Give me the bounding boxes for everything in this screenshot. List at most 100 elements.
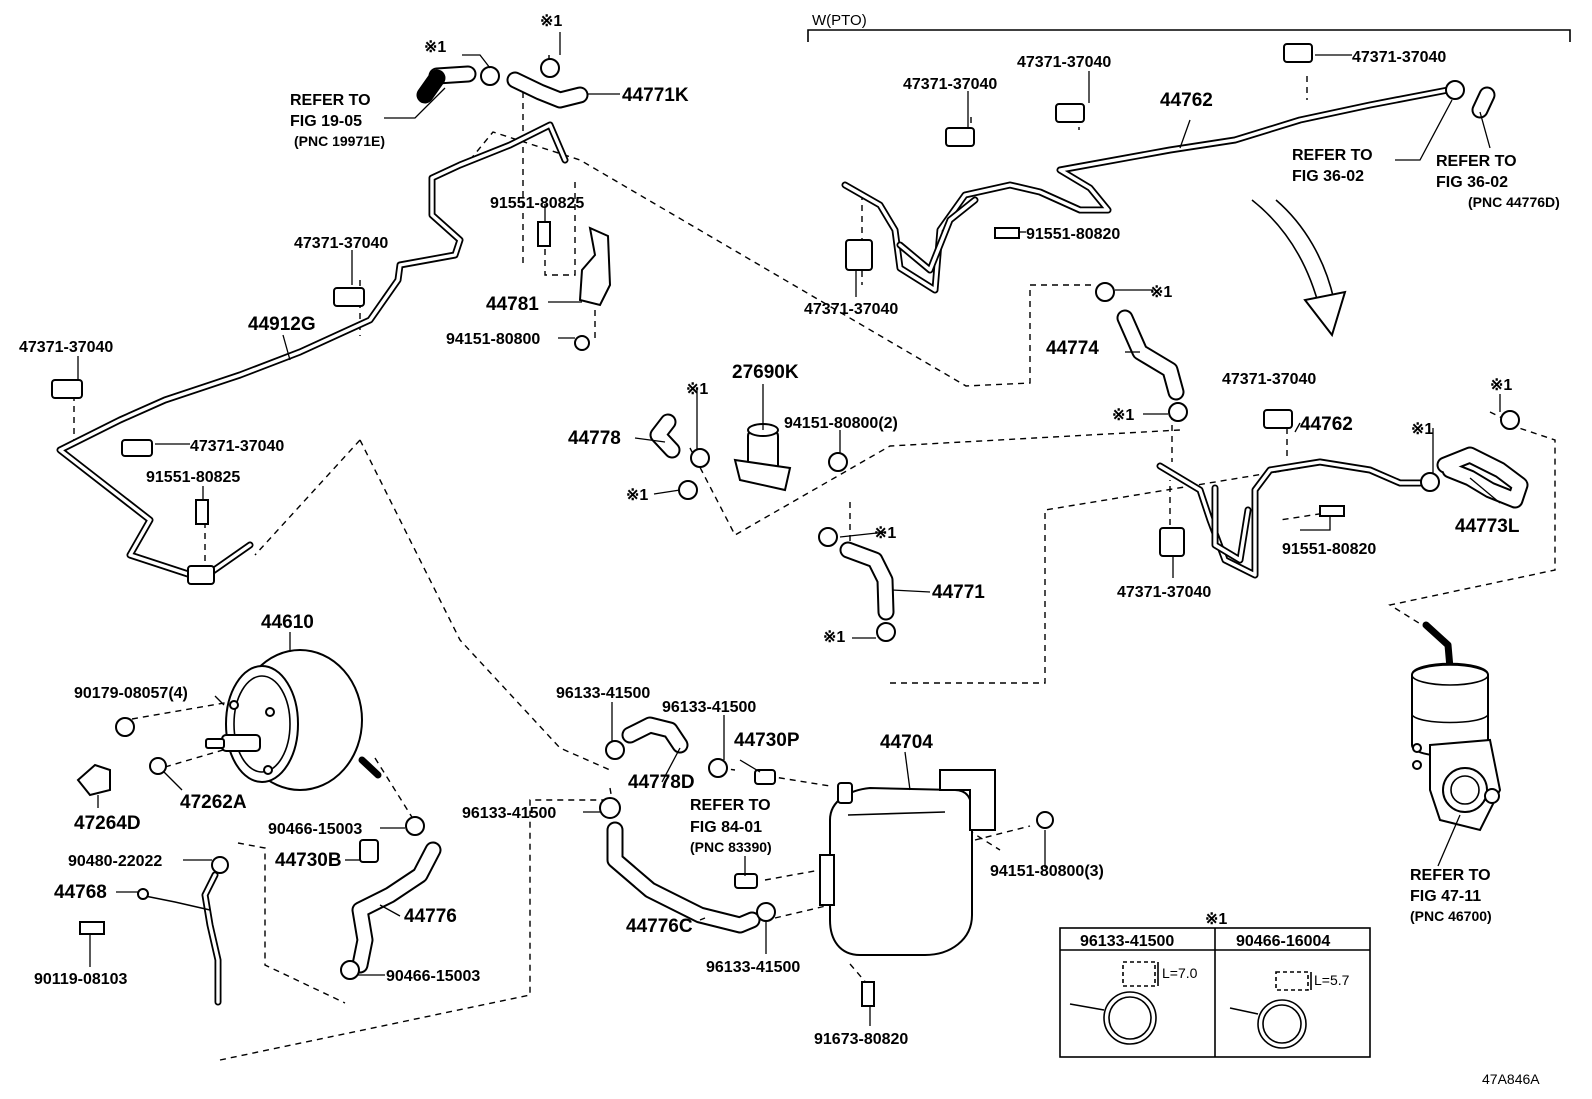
clamp-icon bbox=[876, 622, 896, 642]
label-44778D: 44778D bbox=[628, 772, 695, 793]
label-91673-80820: 91673-80820 bbox=[814, 1031, 908, 1048]
tube-clip-icon bbox=[1283, 43, 1313, 63]
label-44912G: 44912G bbox=[248, 314, 316, 335]
label-91551-80820: 91551-80820 bbox=[1282, 541, 1376, 558]
ref-line: REFER TO bbox=[1436, 153, 1517, 170]
bolt-icon bbox=[79, 921, 105, 935]
bolt-icon bbox=[861, 981, 875, 1007]
ref-line: FIG 84-01 bbox=[690, 819, 762, 836]
bracket-47264D bbox=[76, 763, 111, 797]
label-44771K: 44771K bbox=[622, 85, 689, 106]
brake-booster-44610 bbox=[205, 649, 382, 791]
vacuum-tank-44704 bbox=[819, 769, 996, 956]
label-44774: 44774 bbox=[1046, 338, 1099, 359]
label-90179-08057: 90179-08057(4) bbox=[74, 685, 188, 702]
check-valve-44730B bbox=[359, 839, 379, 863]
label-44776C: 44776C bbox=[626, 916, 693, 937]
label-47262A: 47262A bbox=[180, 792, 247, 813]
clamp-icon bbox=[405, 816, 425, 836]
tube-clip-icon bbox=[51, 379, 83, 399]
label-47371-37040: 47371-37040 bbox=[1352, 49, 1446, 66]
ref-line: FIG 47-11 bbox=[1410, 888, 1481, 905]
mark-note: ※1 bbox=[424, 39, 446, 56]
label-94151-80800: 94151-80800 bbox=[446, 331, 540, 348]
reference-notes: REFER TO FIG 19-05 (PNC 19971E) REFER TO… bbox=[290, 92, 1560, 924]
clamp-icon bbox=[678, 480, 698, 500]
wpto-group: W(PTO) bbox=[807, 12, 1571, 42]
bracket-44768 bbox=[137, 888, 211, 911]
ref-line: (PNC 46700) bbox=[1410, 908, 1492, 924]
nut-icon bbox=[1036, 811, 1054, 829]
wpto-label: W(PTO) bbox=[812, 12, 867, 29]
ref-line: FIG 36-02 bbox=[1436, 174, 1508, 191]
label-44778: 44778 bbox=[568, 428, 621, 449]
label-94151-80800-2: 94151-80800(2) bbox=[784, 415, 898, 432]
mark-note: ※1 bbox=[626, 487, 648, 504]
tube-clip-icon bbox=[1055, 103, 1085, 123]
label-96133-41500: 96133-41500 bbox=[662, 699, 756, 716]
ref-line: REFER TO bbox=[690, 797, 771, 814]
label-44768: 44768 bbox=[54, 882, 107, 903]
legend-part-96133-41500: 96133-41500 bbox=[1080, 933, 1174, 950]
clamp-icon bbox=[540, 58, 560, 78]
label-47371-37040: 47371-37040 bbox=[1117, 584, 1211, 601]
label-27690K: 27690K bbox=[732, 362, 799, 383]
clamp-icon bbox=[690, 448, 710, 468]
label-90480-22022: 90480-22022 bbox=[68, 853, 162, 870]
label-90466-15003: 90466-15003 bbox=[268, 821, 362, 838]
label-90466-15003: 90466-15003 bbox=[386, 968, 480, 985]
label-47371-37040: 47371-37040 bbox=[294, 235, 388, 252]
ref-line: (PNC 19971E) bbox=[294, 133, 385, 149]
tube-clip-icon bbox=[845, 239, 873, 271]
label-47371-37040: 47371-37040 bbox=[903, 76, 997, 93]
label-44773L: 44773L bbox=[1455, 516, 1520, 537]
clamp-icon bbox=[1420, 472, 1440, 492]
mark-note: ※1 bbox=[874, 525, 896, 542]
tube-clip-icon bbox=[187, 565, 215, 585]
label-47371-37040: 47371-37040 bbox=[1017, 54, 1111, 71]
label-47371-37040: 47371-37040 bbox=[1222, 371, 1316, 388]
tube-clip-icon bbox=[1263, 409, 1293, 429]
clamp-icon bbox=[340, 960, 360, 980]
label-96133-41500: 96133-41500 bbox=[462, 805, 556, 822]
part-labels: 44771K 44912G 44781 44762 44762 44774 27… bbox=[19, 13, 1520, 1048]
tube-clip-icon bbox=[945, 127, 975, 147]
tube-lines bbox=[56, 86, 1452, 1006]
mark-note: ※1 bbox=[1112, 407, 1134, 424]
bolt-icon bbox=[195, 499, 209, 525]
bolt-icon bbox=[537, 221, 551, 247]
nut-icon bbox=[115, 717, 135, 737]
nut-icon bbox=[574, 335, 590, 351]
transition-arrow-icon bbox=[1251, 199, 1347, 338]
label-44610: 44610 bbox=[261, 612, 314, 633]
ref-line: (PNC 83390) bbox=[690, 839, 772, 855]
label-44771: 44771 bbox=[932, 582, 985, 603]
label-47371-37040: 47371-37040 bbox=[804, 301, 898, 318]
legend-part-90466-16004: 90466-16004 bbox=[1236, 933, 1330, 950]
clamp-legend: ※1 96133-41500 90466-16004 L=7.0 L=5.7 bbox=[1059, 911, 1371, 1058]
legend-dim-1: L=7.0 bbox=[1162, 965, 1198, 981]
ref-line: REFER TO bbox=[1410, 867, 1491, 884]
label-91551-80820: 91551-80820 bbox=[1026, 226, 1120, 243]
clamp-icon bbox=[599, 797, 621, 819]
label-47371-37040: 47371-37040 bbox=[19, 339, 113, 356]
bolt-icon bbox=[994, 227, 1020, 239]
label-44776: 44776 bbox=[404, 906, 457, 927]
ref-line: REFER TO bbox=[1292, 147, 1373, 164]
legend-dim-2: L=5.7 bbox=[1314, 972, 1350, 988]
sensor-44730P bbox=[754, 769, 776, 785]
ref-line: FIG 36-02 bbox=[1292, 168, 1364, 185]
label-44730B: 44730B bbox=[275, 850, 342, 871]
sensor-83390 bbox=[734, 873, 758, 889]
mark-note: ※1 bbox=[686, 381, 708, 398]
connector-19971E bbox=[416, 69, 446, 104]
clamp-diagram-icon bbox=[1229, 971, 1312, 1049]
nut-icon bbox=[828, 452, 848, 472]
canister-assembly bbox=[1411, 621, 1502, 832]
vacuum-switching-valve-27690K bbox=[733, 423, 792, 492]
label-91551-80825: 91551-80825 bbox=[146, 469, 240, 486]
label-44730P: 44730P bbox=[734, 730, 800, 751]
clamp-icon bbox=[1500, 410, 1520, 430]
ref-line: FIG 19-05 bbox=[290, 113, 362, 130]
